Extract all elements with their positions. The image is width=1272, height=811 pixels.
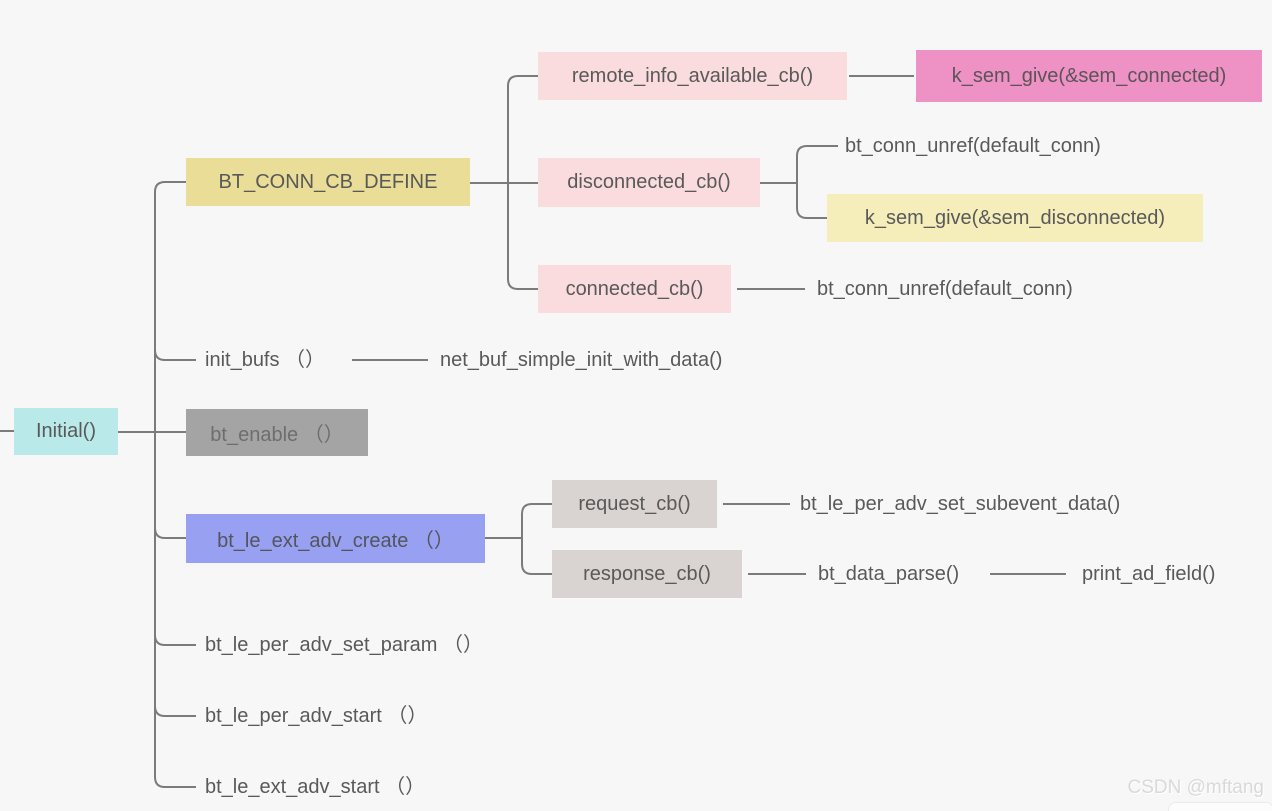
- node-bt-le-per-adv-start: bt_le_per_adv_start （）: [205, 705, 428, 727]
- node-response-cb: response_cb(): [552, 550, 742, 598]
- connector-branch-set-param: [154, 634, 196, 646]
- node-bt-le-ext-adv-start: bt_le_ext_adv_start （）: [205, 776, 426, 798]
- connector-disconnected-vertical: [796, 145, 838, 219]
- node-bt-le-per-adv-set-subevent-data: bt_le_per_adv_set_subevent_data(): [800, 493, 1121, 515]
- connector-btconn-vertical: [507, 75, 538, 290]
- node-net-buf-simple-init-with-data: net_buf_simple_init_with_data(): [440, 349, 723, 371]
- bottom-pill-artifact: [1168, 802, 1272, 811]
- node-bt-conn-cb-define: BT_CONN_CB_DEFINE: [186, 158, 470, 206]
- connector-main-trunk: [154, 181, 196, 788]
- node-initial: Initial(): [14, 408, 118, 455]
- connector-advcreate-vertical: [521, 503, 552, 575]
- node-bt-enable: bt_enable （）: [186, 409, 368, 456]
- node-bt-le-per-adv-set-param: bt_le_per_adv_set_param （）: [205, 634, 483, 656]
- node-connected-cb: connected_cb(): [538, 265, 731, 313]
- connector-branch-per-adv-start: [154, 705, 196, 717]
- node-print-ad-field: print_ad_field(): [1082, 563, 1216, 585]
- node-init-bufs: init_bufs （）: [205, 349, 326, 371]
- node-bt-conn-unref-connected: bt_conn_unref(default_conn): [817, 278, 1073, 300]
- node-disconnected-cb: disconnected_cb(): [538, 158, 760, 207]
- csdn-watermark: CSDN @mftang: [1127, 777, 1265, 798]
- connector-branch-adv-create: [154, 527, 186, 539]
- node-bt-data-parse: bt_data_parse(): [818, 563, 960, 585]
- node-bt-conn-unref-disconnected: bt_conn_unref(default_conn): [845, 135, 1101, 157]
- node-request-cb: request_cb(): [552, 480, 717, 528]
- node-k-sem-give-disconnected: k_sem_give(&sem_disconnected): [827, 194, 1203, 242]
- connector-branch-init-bufs: [154, 349, 196, 361]
- node-bt-le-ext-adv-create: bt_le_ext_adv_create （）: [186, 514, 485, 563]
- node-k-sem-give-connected: k_sem_give(&sem_connected): [916, 50, 1262, 102]
- node-remote-info-available-cb: remote_info_available_cb(): [538, 52, 847, 100]
